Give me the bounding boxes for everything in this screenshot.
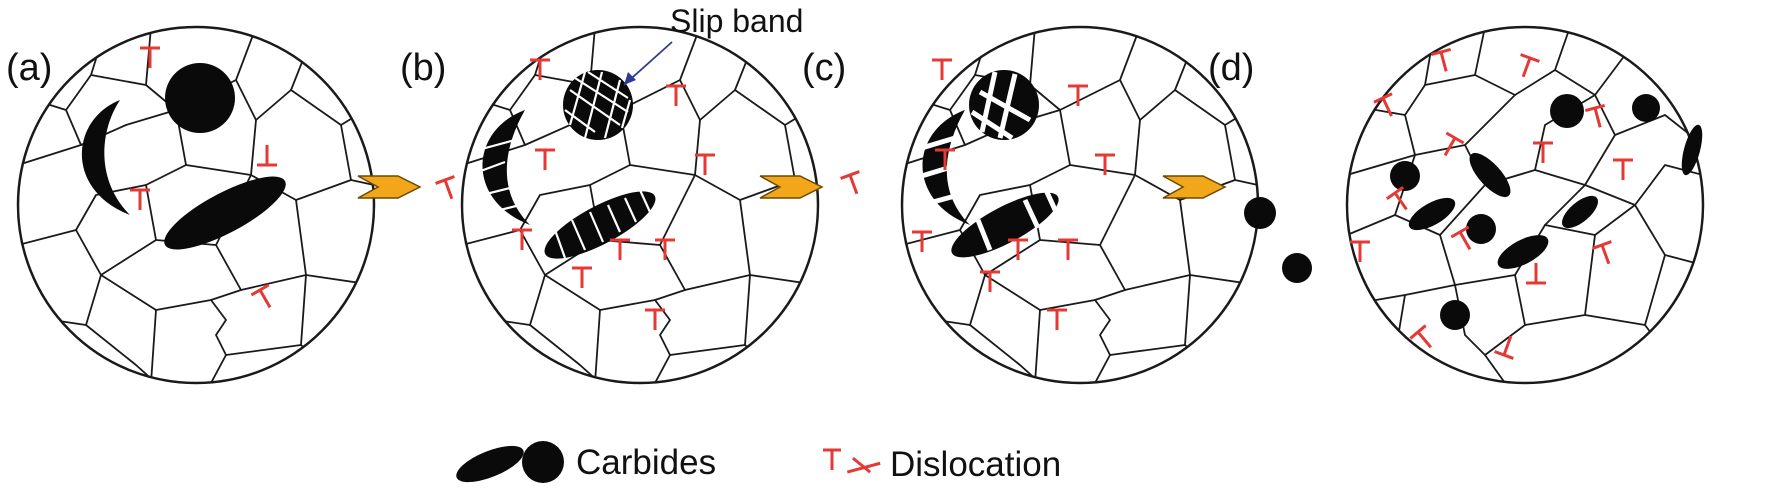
carbide-elongated <box>164 176 286 250</box>
carbide-round-fractured <box>969 70 1039 141</box>
grain-circle <box>900 25 1260 385</box>
panel-d: (d) <box>1208 25 1705 385</box>
process-arrow-3 <box>1162 175 1227 199</box>
panel-a: (a) <box>6 25 376 385</box>
grain-circle <box>1345 25 1705 385</box>
panel-label: (c) <box>802 47 846 89</box>
legend-dislocation-label: Dislocation <box>890 445 1061 484</box>
panel-label: (d) <box>1208 47 1254 89</box>
slip-band-label: Slip band <box>670 3 803 39</box>
carbides-spheroidized <box>1244 94 1703 330</box>
carbide-round <box>165 63 235 133</box>
legend-carbide-round-icon <box>522 441 564 483</box>
slip-band-annotation: Slip band <box>623 3 803 86</box>
panel-label: (a) <box>6 47 52 89</box>
carbide-elongated-fractured <box>951 188 1059 258</box>
carbide-round-slipped <box>563 70 633 140</box>
carbide-crescent <box>81 100 130 215</box>
legend: Carbides Dislocation <box>456 441 1061 484</box>
legend-dislocation-icon <box>823 448 881 474</box>
carbide-crescent-slipped <box>477 110 530 225</box>
process-arrow-2 <box>759 175 824 199</box>
panel-label: (b) <box>400 47 446 89</box>
carbide-elongated-slipped <box>544 189 656 259</box>
legend-carbide-elongated-icon <box>456 445 524 483</box>
process-arrow-1 <box>357 175 422 199</box>
legend-carbides-label: Carbides <box>576 443 716 482</box>
panel-b: (b) Slip band <box>400 3 820 385</box>
panel-c: (c) <box>802 25 1260 385</box>
